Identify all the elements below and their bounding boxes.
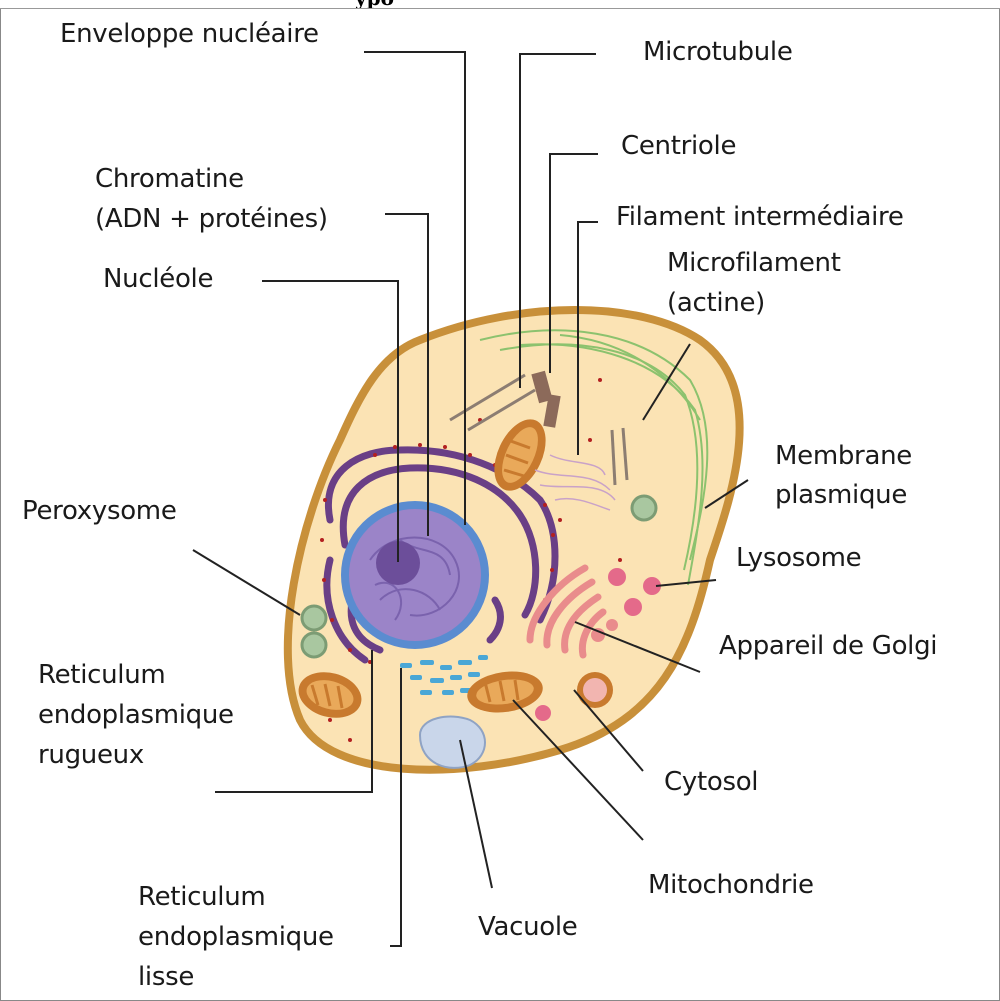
lysosome-1 (608, 568, 626, 586)
peroxysome-3 (632, 496, 656, 520)
label-rel-line3: lisse (138, 958, 194, 996)
label-appareil-de-golgi: Appareil de Golgi (719, 627, 937, 665)
label-chromatine-line2: (ADN + protéines) (95, 200, 328, 238)
label-microfilament-line1: Microfilament (667, 244, 841, 282)
peroxysome-1 (302, 606, 326, 630)
label-centriole: Centriole (621, 127, 736, 165)
label-filament-intermediaire: Filament intermédiaire (616, 198, 904, 236)
leader-peroxysome (193, 550, 300, 615)
label-rer-line3: rugueux (38, 736, 144, 774)
nucleus (345, 505, 485, 645)
peroxysome-2 (302, 633, 326, 657)
vacuole (420, 716, 485, 767)
label-rer-line2: endoplasmique (38, 696, 234, 734)
label-enveloppe-nucleaire: Enveloppe nucléaire (60, 15, 319, 53)
secretory-vesicle (577, 672, 613, 708)
label-microtubule: Microtubule (643, 33, 793, 71)
label-membrane-line1: Membrane (775, 437, 912, 475)
label-rel-line2: endoplasmique (138, 918, 334, 956)
label-rel-line1: Reticulum (138, 878, 265, 916)
label-lysosome: Lysosome (736, 539, 861, 577)
label-rer-line1: Reticulum (38, 656, 165, 694)
label-vacuole: Vacuole (478, 908, 578, 946)
label-nucleole: Nucléole (103, 260, 213, 298)
lysosome-3 (624, 598, 642, 616)
label-cytosol: Cytosol (664, 763, 758, 801)
label-chromatine-line1: Chromatine (95, 160, 244, 198)
label-peroxysome: Peroxysome (22, 492, 177, 530)
label-microfilament-line2: (actine) (667, 284, 765, 322)
lysosome-4 (535, 705, 551, 721)
label-mitochondrie: Mitochondrie (648, 866, 814, 904)
label-membrane-line2: plasmique (775, 476, 907, 514)
